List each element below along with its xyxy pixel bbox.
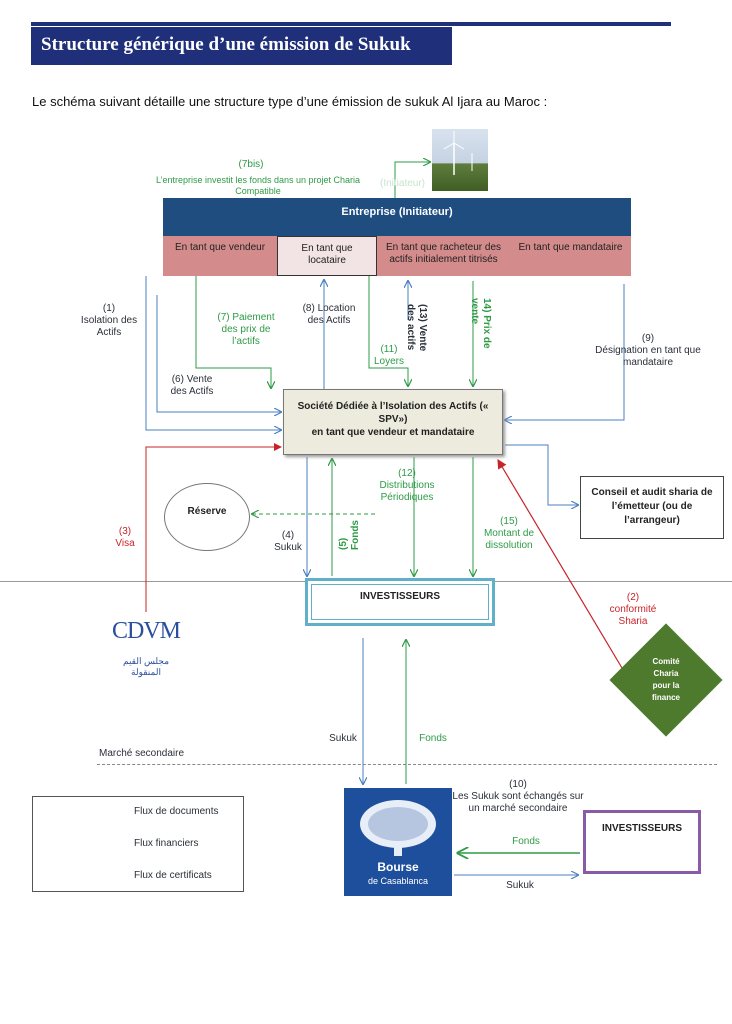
role-locataire: En tant que locataire <box>277 236 377 276</box>
flow-label-14: 14) Prix de vente <box>469 298 492 349</box>
flow-label-1: (1) Isolation des Actifs <box>80 303 138 338</box>
arrow-3 <box>145 443 282 612</box>
fonds-secondary-label: Fonds <box>512 836 540 847</box>
flow-label-13: (13) Vente des actifs <box>405 304 428 352</box>
cdvm-logo: CDVM مجلس القيم المنقولة <box>109 612 183 677</box>
sukuk-down-label: Sukuk <box>329 733 357 744</box>
cdvm-logo-text: CDVM <box>111 618 181 644</box>
spv-box: Société Dédiée à l’Isolation des Actifs … <box>283 389 503 455</box>
flow-label-3: (3) Visa <box>115 526 135 549</box>
legend-box <box>32 796 244 892</box>
flow-label-12: (12) Distributions Périodiques <box>379 468 435 503</box>
role-mandataire: En tant que mandataire <box>510 236 631 276</box>
spv-label: Société Dédiée à l’Isolation des Actifs … <box>297 401 489 438</box>
flow-label-4: (4) Sukuk <box>274 530 302 553</box>
investors-main-label: INVESTISSEURS <box>359 591 441 602</box>
reserve-circle: Réserve <box>164 483 250 551</box>
title-banner: Structure générique d’une émission de Su… <box>31 27 452 65</box>
flow-label-11: (11) Loyers <box>373 344 404 367</box>
bourse-line1: Bourse <box>377 860 419 874</box>
initiator-ghost-label: (Initiateur) <box>380 178 426 189</box>
enterprise-title: Entreprise (Initiateur) <box>341 206 453 218</box>
investors-secondary-label: INVESTISSEURS <box>601 823 683 834</box>
arrow-2 <box>497 458 623 669</box>
page-title: Structure générique d’une émission de Su… <box>41 34 411 55</box>
role-vendeur: En tant que vendeur <box>163 236 277 276</box>
secondary-market-divider <box>97 764 717 765</box>
legend-label-certificats: Flux de certificats <box>134 870 212 881</box>
flow-label-9: (9) Désignation en tant que mandataire <box>595 333 701 368</box>
arrow-7 <box>195 276 271 388</box>
title-top-rule <box>31 22 671 26</box>
step-7bis-number: (7bis) <box>238 159 264 170</box>
bourse-casablanca-logo: Bourse de Casablanca <box>344 788 452 896</box>
reserve-label: Réserve <box>187 506 227 517</box>
flow-label-2: (2) conformité Sharia <box>609 592 657 627</box>
arrow-1 <box>145 276 281 430</box>
arrow-conseil <box>505 444 578 505</box>
investors-main-inner-border <box>311 584 489 620</box>
fonds-up-label: Fonds <box>419 733 447 744</box>
arrow-7bis <box>394 162 430 198</box>
legend-label-documents: Flux de documents <box>134 806 219 817</box>
secondary-market-label: Marché secondaire <box>99 748 185 759</box>
investors-secondary-box: INVESTISSEURS <box>583 810 701 874</box>
sukuk-secondary-label: Sukuk <box>506 880 534 891</box>
arrow-6 <box>156 295 281 412</box>
bourse-line2: de Casablanca <box>367 876 429 886</box>
enterprise-header: Entreprise (Initiateur) <box>163 198 631 236</box>
flow-label-5: (5) Fonds <box>338 520 361 550</box>
comite-charia-label: Comité Charia pour la finance <box>651 657 680 702</box>
intro-text: Le schéma suivant détaille une structure… <box>32 94 548 109</box>
role-racheteur: En tant que racheteur des actifs initial… <box>377 236 510 276</box>
arrow-9 <box>505 284 625 420</box>
flow-label-7: (7) Paiement des prix de l’actifs <box>217 312 275 347</box>
wind-turbine-image <box>432 129 488 191</box>
step-7bis-text: L’entreprise investit les fonds dans un … <box>155 175 361 196</box>
arrow-11 <box>368 276 408 386</box>
tree-icon <box>360 800 436 856</box>
flow-label-10: (10) Les Sukuk sont échangés sur un marc… <box>452 779 584 814</box>
flow-label-15: (15) Montant de dissolution <box>483 516 535 551</box>
conseil-audit-label: Conseil et audit sharia de l’émetteur (o… <box>591 487 713 526</box>
flow-label-6: (6) Vente des Actifs <box>170 374 214 397</box>
conseil-audit-box: Conseil et audit sharia de l’émetteur (o… <box>580 476 724 539</box>
flow-label-8: (8) Location des Actifs <box>302 303 356 326</box>
investors-main-box: INVESTISSEURS <box>305 578 495 626</box>
legend-label-financiers: Flux financiers <box>134 838 199 849</box>
cdvm-arabic-text: مجلس القيم المنقولة <box>122 656 170 677</box>
